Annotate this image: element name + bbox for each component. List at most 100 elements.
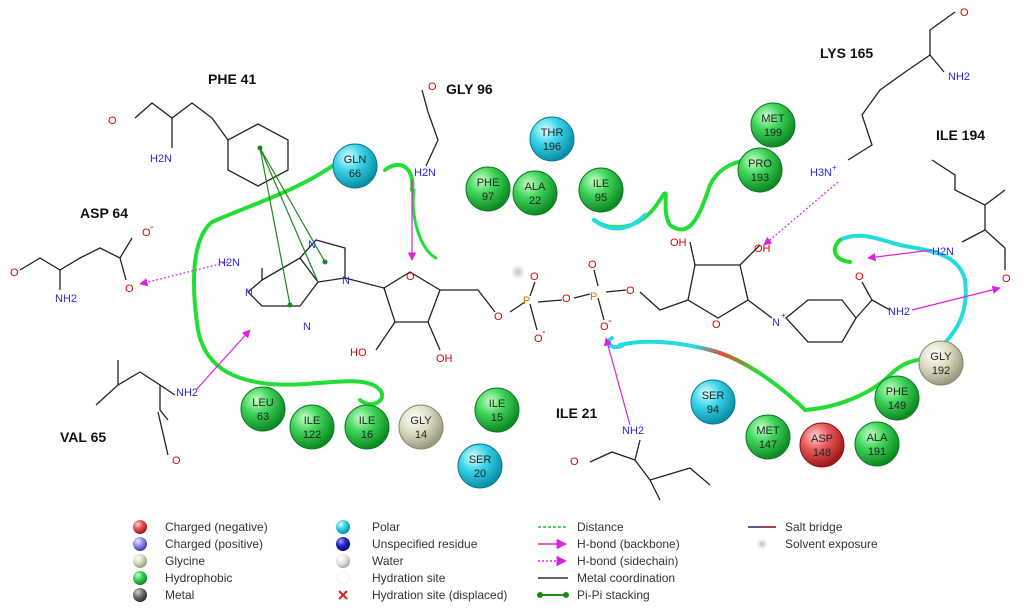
legend-charged-negative: Charged (negative) (165, 520, 268, 534)
legend-swatch-hydration-site (336, 571, 350, 585)
bubble-gly192: GLY 192 (918, 340, 964, 386)
atom-oh-ribose-2a: OH (670, 237, 687, 249)
legend-swatch-hydration-displaced (338, 590, 348, 600)
bubble-gly192-num: 192 (932, 365, 950, 377)
atom-o-asp64-3: O (142, 227, 151, 239)
bubble-asp148: ASP 148 (799, 422, 845, 468)
atom-o-phe41: O (108, 115, 117, 127)
pipi-dot-3 (322, 259, 328, 265)
bubble-thr196-name: THR (541, 127, 564, 139)
atom-nh2-phe41: H2N (150, 153, 172, 165)
atom-h3n-lys165-charge: + (832, 163, 837, 172)
legend-hbond-backbone: H-bond (backbone) (577, 537, 680, 551)
bubble-ala191-num: 191 (868, 446, 886, 458)
bubble-gly14-num: 14 (415, 429, 427, 441)
bubble-met147-num: 147 (759, 439, 777, 451)
hbond-val65 (195, 329, 251, 391)
atom-o-ile194: O (1002, 273, 1011, 285)
legend-swatch-negative (133, 520, 147, 534)
bubble-ile95-name: ILE (593, 178, 610, 190)
atom-nh2-amide: NH2 (888, 306, 910, 318)
residue-asp64-structure: O O O - NH2 ASP 64 (10, 205, 154, 305)
atom-o-p1-bottom: O (534, 333, 543, 345)
hbond-lys165 (763, 181, 839, 246)
bubble-pro193-name: PRO (748, 158, 772, 170)
residue-gly96-structure: O H2N GLY 96 (414, 81, 493, 179)
legend-charged-positive: Charged (positive) (165, 537, 263, 551)
label-asp64: ASP 64 (80, 205, 128, 221)
legend-metal-coordination: Metal coordination (577, 571, 675, 585)
pipi-line-2 (259, 147, 326, 263)
residue-ile21-structure: O NH2 ILE 21 (556, 405, 711, 501)
atom-oh-ribose-1: OH (436, 353, 453, 365)
atom-nh2-lys165: NH2 (948, 71, 970, 83)
atom-o-asp64-2: O (125, 283, 134, 295)
bubble-ser94-name: SER (702, 390, 725, 402)
residue-lys165-structure: O NH2 H3N + LYS 165 (810, 7, 970, 179)
label-val65: VAL 65 (60, 429, 106, 445)
legend-swatch-polar (336, 520, 350, 534)
label-ile194: ILE 194 (936, 127, 985, 143)
legend-salt-bridge: Salt bridge (785, 520, 843, 534)
atom-o-p1-charge: - (542, 326, 546, 338)
bubble-gly192-name: GLY (930, 351, 952, 363)
pipi-line-3 (259, 147, 319, 283)
atom-o-p2-charge: - (608, 315, 612, 327)
bubble-thr196-num: 196 (543, 141, 561, 153)
atom-nh2-gly96: H2N (414, 167, 436, 179)
atom-o-p2-bottom: O (600, 321, 609, 333)
legend-glycine: Glycine (165, 554, 205, 568)
bubble-ser20-name: SER (469, 454, 492, 466)
atom-o-p2-top: O (588, 259, 597, 271)
label-lys165: LYS 165 (820, 45, 873, 61)
label-ile21: ILE 21 (556, 405, 597, 421)
atom-o-asp64-1: O (10, 267, 19, 279)
ligand (247, 239, 891, 351)
atom-p-1: P (523, 295, 530, 307)
legend-swatch-positive (133, 537, 147, 551)
bubble-ile16-name: ILE (359, 415, 376, 427)
interactions (139, 145, 1001, 426)
bubble-ile122-num: 122 (303, 429, 321, 441)
ligand-atoms: H2N N N N N O HO OH O P O O - O P O O - … (218, 237, 910, 365)
legend-swatch-water (336, 554, 350, 568)
atom-o-ester-2: O (626, 285, 635, 297)
bubble-phe97-name: PHE (477, 177, 500, 189)
hbond-ile21 (603, 337, 631, 426)
residue-val65-structure: O NH2 VAL 65 (60, 360, 198, 467)
atom-n-adenine-3: N (308, 239, 316, 251)
bubble-phe149-num: 149 (888, 400, 906, 412)
bubble-ile122-name: ILE (304, 415, 321, 427)
legend-hydration-displaced: Hydration site (displaced) (372, 588, 507, 602)
bubble-ala22-name: ALA (525, 181, 546, 193)
atom-n-pyridinium-charge: + (781, 311, 786, 320)
bubble-ala191-name: ALA (867, 432, 888, 444)
legend-swatch-solvent (756, 538, 768, 550)
bubble-pro193: PRO 193 (737, 147, 783, 193)
pocket-outline (192, 158, 968, 412)
bubble-pro193-num: 193 (751, 172, 769, 184)
atom-ho-ribose-1: HO (350, 347, 367, 359)
atom-nh2-adenine: H2N (218, 257, 240, 269)
legend: Charged (negative) Charged (positive) Gl… (133, 520, 878, 602)
bubble-phe97-num: 97 (482, 191, 494, 203)
bubble-asp148-num: 148 (813, 447, 831, 459)
legend-polar: Polar (372, 520, 400, 534)
bubble-leu63-name: LEU (252, 397, 273, 409)
hbond-ile194-b (911, 285, 1001, 311)
residue-phe41-structure: O H2N PHE 41 (108, 71, 289, 187)
legend-pipi: Pi-Pi stacking (577, 588, 650, 602)
bubble-ala191: ALA 191 (854, 421, 900, 467)
bubble-ile15-num: 15 (491, 412, 503, 424)
atom-o-asp64-charge: - (150, 221, 154, 233)
atom-p-2: P (590, 291, 597, 303)
legend-swatch-glycine (133, 554, 147, 568)
bubble-asp148-name: ASP (811, 433, 833, 445)
